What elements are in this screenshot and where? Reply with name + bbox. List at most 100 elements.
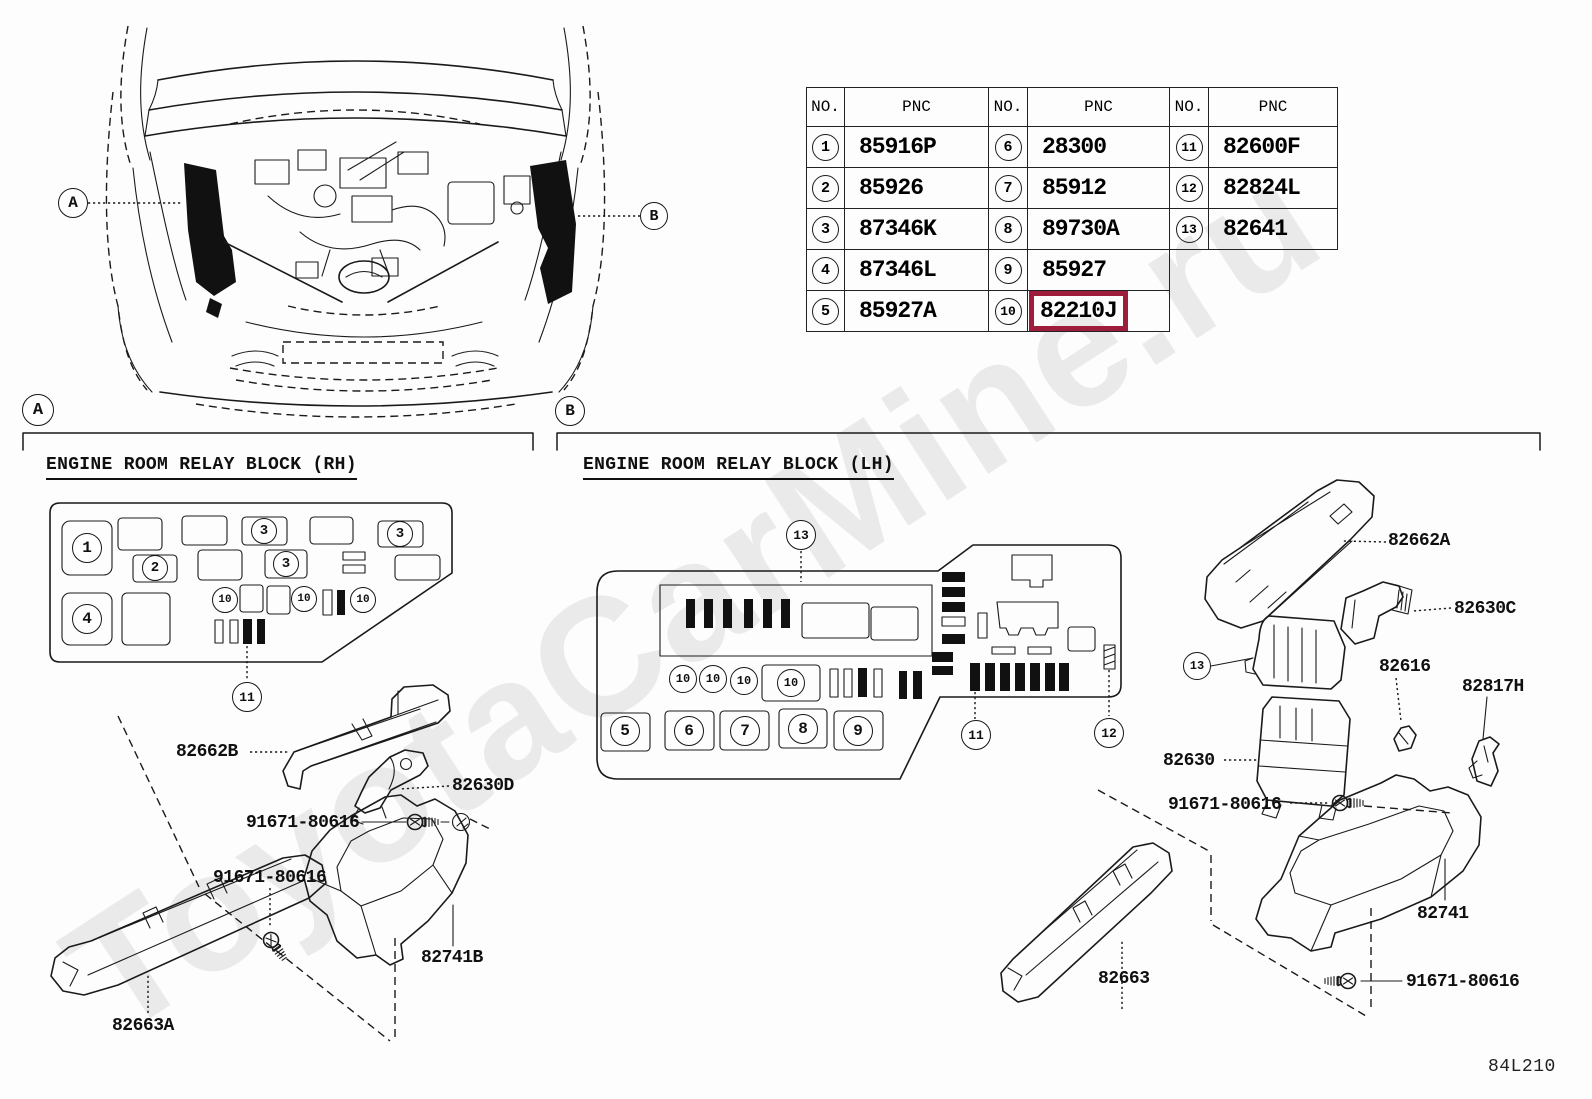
- toyota-emblem: [338, 260, 390, 294]
- part-82616-drawing: [1393, 725, 1417, 752]
- lh-relay-block-location: [530, 160, 576, 304]
- pnc-cell[interactable]: 87346L: [844, 249, 989, 291]
- part-number-label[interactable]: 91671-80616: [246, 813, 360, 833]
- lh-relay-block-diagram: [596, 544, 1122, 780]
- part-number-label[interactable]: 82662A: [1388, 531, 1450, 551]
- col-header-pnc: PNC: [1208, 87, 1338, 127]
- pnc-cell[interactable]: 82641: [1208, 208, 1338, 250]
- part-number-label[interactable]: 91671-80616: [1168, 795, 1282, 815]
- circled-marker-3: 3: [251, 518, 277, 544]
- part-82630c-drawing: [1340, 581, 1413, 645]
- circled-marker-4: 4: [72, 604, 102, 634]
- pnc-cell[interactable]: 82210J: [1027, 290, 1170, 332]
- circled-marker-10: 10: [212, 587, 238, 613]
- part-82662b-drawing: [282, 684, 451, 790]
- part-number-label[interactable]: 82662B: [176, 742, 238, 762]
- circled-number: 9: [994, 256, 1022, 284]
- pnc-cell[interactable]: 87346K: [844, 208, 989, 250]
- circled-number: 4: [812, 256, 839, 284]
- circled-marker-11: 11: [232, 682, 262, 712]
- circled-marker-9: 9: [843, 716, 873, 746]
- col-header-pnc: PNC: [844, 87, 989, 127]
- part-number-label[interactable]: 82616: [1379, 657, 1431, 677]
- part-13-block-drawing: [1244, 615, 1346, 690]
- part-number-label[interactable]: 91671-80616: [213, 868, 327, 888]
- no-cell: 11: [1169, 126, 1209, 168]
- part-number-label[interactable]: 82663: [1098, 969, 1150, 989]
- pnc-cell[interactable]: 89730A: [1027, 208, 1170, 250]
- circled-number: 12: [1175, 174, 1203, 202]
- fuse-strip: [970, 663, 1069, 691]
- no-cell: 6: [988, 126, 1028, 168]
- part-number-label[interactable]: 82741: [1417, 904, 1469, 924]
- pnc-cell[interactable]: 82824L: [1208, 167, 1338, 209]
- no-cell: 13: [1169, 208, 1209, 250]
- part-82663a-drawing: [50, 854, 327, 996]
- pnc-cell[interactable]: 85912: [1027, 167, 1170, 209]
- hatched-connector: [1103, 644, 1116, 670]
- part-number-label[interactable]: 91671-80616: [1406, 972, 1520, 992]
- section-brackets: [22, 432, 1541, 451]
- part-82817h-drawing: [1468, 736, 1500, 787]
- no-cell: 12: [1169, 167, 1209, 209]
- circled-marker-12: 12: [1094, 718, 1124, 748]
- circled-marker-3: 3: [387, 521, 413, 547]
- circled-marker-b: B: [555, 396, 585, 426]
- pnc-cell[interactable]: 85926: [844, 167, 989, 209]
- part-number-label[interactable]: 82630: [1163, 751, 1215, 771]
- pnc-cell[interactable]: 28300: [1027, 126, 1170, 168]
- circled-marker-1: 1: [72, 533, 102, 563]
- circled-marker-10: 10: [699, 665, 727, 693]
- circled-marker-5: 5: [610, 716, 640, 746]
- car-front-diagram: [88, 25, 640, 418]
- figure-code: 84L210: [1488, 1057, 1556, 1077]
- part-82630d-drawing: [351, 749, 429, 825]
- circled-marker-8: 8: [788, 714, 818, 744]
- highlighted-pnc: 82210J: [1029, 291, 1128, 331]
- no-cell: 8: [988, 208, 1028, 250]
- col-header-no: NO.: [806, 87, 845, 127]
- rh-relay-block-location: [184, 163, 236, 296]
- part-number-label[interactable]: 82630D: [452, 776, 514, 796]
- circled-marker-10: 10: [291, 586, 317, 612]
- part-82663-drawing: [1000, 842, 1173, 1003]
- col-header-no: NO.: [988, 87, 1028, 127]
- pnc-cell[interactable]: 85927A: [844, 290, 989, 332]
- circled-marker-13: 13: [1183, 652, 1211, 680]
- circled-marker-10: 10: [730, 667, 758, 695]
- no-cell: 10: [988, 290, 1028, 332]
- no-cell: 4: [806, 249, 845, 291]
- circled-marker-a: A: [22, 394, 54, 426]
- part-number-label[interactable]: 82663A: [112, 1016, 174, 1036]
- circled-marker-13: 13: [786, 520, 816, 550]
- no-cell: 7: [988, 167, 1028, 209]
- part-number-label[interactable]: 82817H: [1462, 677, 1524, 697]
- circled-marker-6: 6: [674, 716, 704, 746]
- engine-detail: [254, 141, 531, 279]
- pnc-cell[interactable]: 85916P: [844, 126, 989, 168]
- grommet-drawing: [440, 812, 471, 832]
- part-number-label[interactable]: 82630C: [1454, 599, 1516, 619]
- circled-number: 3: [812, 215, 839, 243]
- col-header-pnc: PNC: [1027, 87, 1170, 127]
- circled-number: 8: [994, 215, 1022, 243]
- pnc-cell[interactable]: 82600F: [1208, 126, 1338, 168]
- circled-marker-3: 3: [273, 551, 299, 577]
- pnc-cell[interactable]: 85927: [1027, 249, 1170, 291]
- circled-number: 7: [994, 174, 1022, 202]
- circled-number: 2: [812, 174, 839, 202]
- part-number-label[interactable]: 82741B: [421, 948, 483, 968]
- connector-outline: [1011, 554, 1053, 588]
- col-header-no: NO.: [1169, 87, 1209, 127]
- no-cell: 3: [806, 208, 845, 250]
